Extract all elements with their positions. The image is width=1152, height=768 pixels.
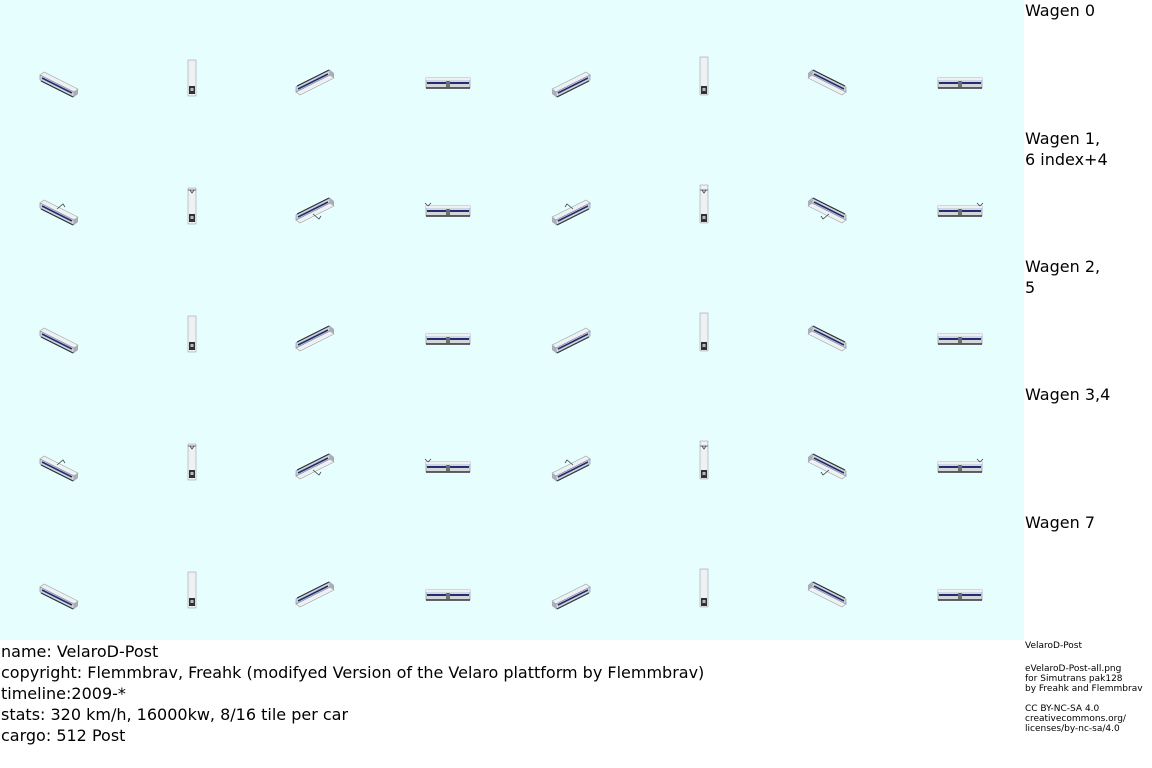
train-sprite bbox=[0, 512, 128, 640]
info-name: name: VelaroD-Post bbox=[1, 642, 159, 661]
train-sprite bbox=[640, 128, 768, 256]
info-copyright: copyright: Flemmbrav, Freahk (modifyed V… bbox=[1, 663, 705, 682]
train-sprite bbox=[384, 0, 512, 128]
info-stats: stats: 320 km/h, 16000kw, 8/16 tile per … bbox=[1, 705, 349, 724]
row-label: Wagen 1, 6 index+4 bbox=[1025, 129, 1108, 169]
train-sprite bbox=[768, 384, 896, 512]
side-by: by Freahk and Flemmbrav bbox=[1025, 684, 1143, 694]
train-sprite bbox=[0, 256, 128, 384]
train-sprite bbox=[0, 128, 128, 256]
train-sprite bbox=[0, 0, 128, 128]
side-title: VelaroD-Post bbox=[1025, 641, 1083, 651]
info-block: name: VelaroD-Post copyright: Flemmbrav,… bbox=[1, 641, 704, 746]
train-sprite bbox=[384, 512, 512, 640]
side-notes: VelaroD-Post eVelaroD-Post-all.png for S… bbox=[1025, 640, 1152, 734]
train-sprite bbox=[384, 128, 512, 256]
train-sprite bbox=[512, 384, 640, 512]
side-for: for Simutrans pak128 bbox=[1025, 674, 1123, 684]
train-sprite bbox=[896, 128, 1024, 256]
train-sprite bbox=[768, 512, 896, 640]
train-sprite bbox=[512, 512, 640, 640]
train-sprite bbox=[0, 384, 128, 512]
train-sprite bbox=[768, 0, 896, 128]
train-sprite bbox=[128, 0, 256, 128]
train-sprite bbox=[256, 256, 384, 384]
train-sprite bbox=[128, 128, 256, 256]
side-license: CC BY-NC-SA 4.0 bbox=[1025, 704, 1100, 714]
train-sprite bbox=[896, 0, 1024, 128]
train-sprite bbox=[896, 384, 1024, 512]
train-sprite bbox=[512, 128, 640, 256]
train-sprite bbox=[768, 256, 896, 384]
train-sprite bbox=[384, 256, 512, 384]
info-timeline: timeline:2009-* bbox=[1, 684, 126, 703]
train-sprite bbox=[640, 512, 768, 640]
train-sprite bbox=[128, 512, 256, 640]
sprite-sheet bbox=[0, 0, 1024, 640]
info-cargo: cargo: 512 Post bbox=[1, 726, 126, 745]
train-sprite bbox=[256, 128, 384, 256]
train-sprite bbox=[640, 256, 768, 384]
row-label: Wagen 3,4 bbox=[1025, 385, 1111, 404]
side-file: eVelaroD-Post-all.png bbox=[1025, 664, 1122, 674]
train-sprite bbox=[256, 384, 384, 512]
row-label: Wagen 7 bbox=[1025, 513, 1096, 532]
train-sprite bbox=[512, 0, 640, 128]
train-sprite bbox=[384, 384, 512, 512]
train-sprite bbox=[512, 256, 640, 384]
train-sprite bbox=[128, 384, 256, 512]
side-license-url-1: creativecommons.org/ bbox=[1025, 714, 1126, 724]
train-sprite bbox=[256, 512, 384, 640]
train-sprite bbox=[256, 0, 384, 128]
side-license-url-2: licenses/by-nc-sa/4.0 bbox=[1025, 724, 1120, 734]
train-sprite bbox=[128, 256, 256, 384]
train-sprite bbox=[896, 256, 1024, 384]
train-sprite bbox=[640, 384, 768, 512]
row-label: Wagen 0 bbox=[1025, 1, 1096, 20]
train-sprite bbox=[768, 128, 896, 256]
train-sprite bbox=[640, 0, 768, 128]
row-label: Wagen 2, 5 bbox=[1025, 257, 1101, 297]
train-sprite bbox=[896, 512, 1024, 640]
